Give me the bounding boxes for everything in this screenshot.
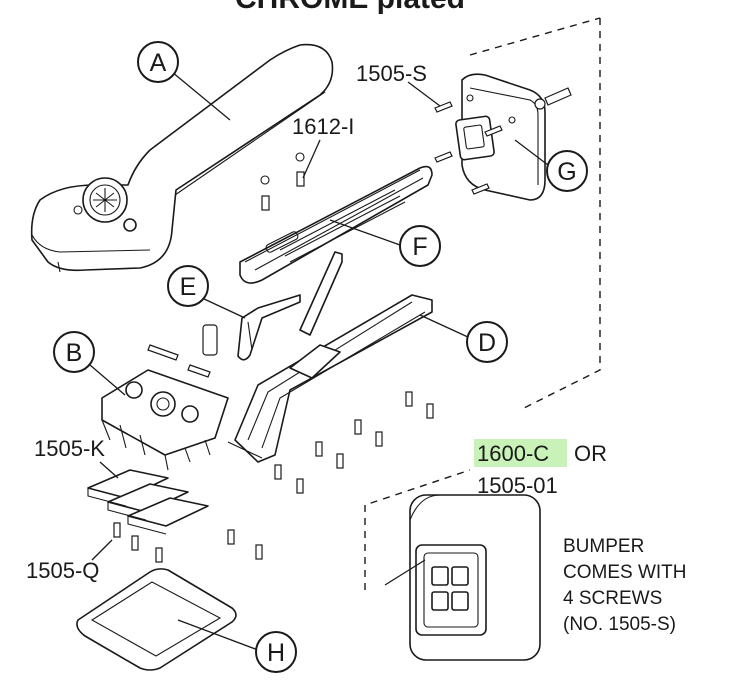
leader-1505-q [91, 539, 113, 561]
callout-d: D [466, 321, 508, 363]
callout-b: B [53, 331, 95, 373]
dashed-boundary-top [469, 17, 601, 56]
leader-1505-k [99, 461, 119, 479]
code-1505-k: 1505-K [34, 436, 105, 461]
callout-g: G [546, 150, 588, 192]
base-part-b [101, 369, 229, 471]
callout-a: A [137, 41, 179, 83]
screws-group [113, 87, 572, 563]
svg-text:B: B [66, 339, 83, 367]
leader-1612-i [302, 139, 321, 179]
callout-e: E [167, 265, 209, 307]
svg-text:D: D [478, 329, 496, 357]
bracket-under-f [299, 251, 343, 336]
leader-f [329, 219, 401, 246]
plate-part-f [239, 165, 433, 284]
code-1600-c: 1600-C [477, 441, 549, 466]
code-1612-i: 1612-I [292, 114, 354, 139]
code-1505-q: 1505-Q [26, 558, 99, 583]
code-1505-s: 1505-S [356, 61, 427, 86]
leader-a [171, 71, 231, 121]
bumper-note-line-2: COMES WITH [563, 562, 687, 583]
frame-part-d [227, 294, 433, 463]
or-word: OR [574, 441, 607, 466]
callout-f: F [399, 225, 441, 267]
svg-text:G: G [557, 158, 576, 186]
svg-text:E: E [180, 273, 197, 301]
leader-d [419, 314, 471, 339]
leader-h [177, 619, 259, 651]
tray-part-h [76, 568, 237, 671]
handle-part-a [30, 43, 334, 273]
bumper-note-line-1: BUMPER [563, 536, 644, 557]
callout-h: H [255, 631, 297, 673]
back-plate-part-g [455, 73, 546, 201]
bumper-note-line-3: 4 SCREWS [563, 588, 662, 609]
leader-1505-s [407, 81, 441, 107]
svg-text:H: H [267, 639, 285, 667]
svg-text:F: F [412, 233, 427, 261]
code-1505-01: 1505-01 [477, 473, 558, 498]
pads-part-1505-k [87, 469, 209, 535]
leader-b [89, 364, 126, 396]
leader-bumper [384, 559, 426, 586]
svg-text:A: A [150, 49, 167, 77]
bumper-illustration [409, 494, 541, 661]
top-heading: CHROME plated [235, 0, 465, 15]
leader-e [201, 297, 246, 319]
latch-part-e [237, 294, 301, 361]
dashed-boundary-right [519, 18, 601, 411]
dashed-boundary-bumper [364, 469, 471, 590]
highlight-1600-c [474, 439, 567, 467]
leader-g [514, 139, 549, 166]
bumper-note-line-4: (NO. 1505-S) [563, 614, 676, 635]
